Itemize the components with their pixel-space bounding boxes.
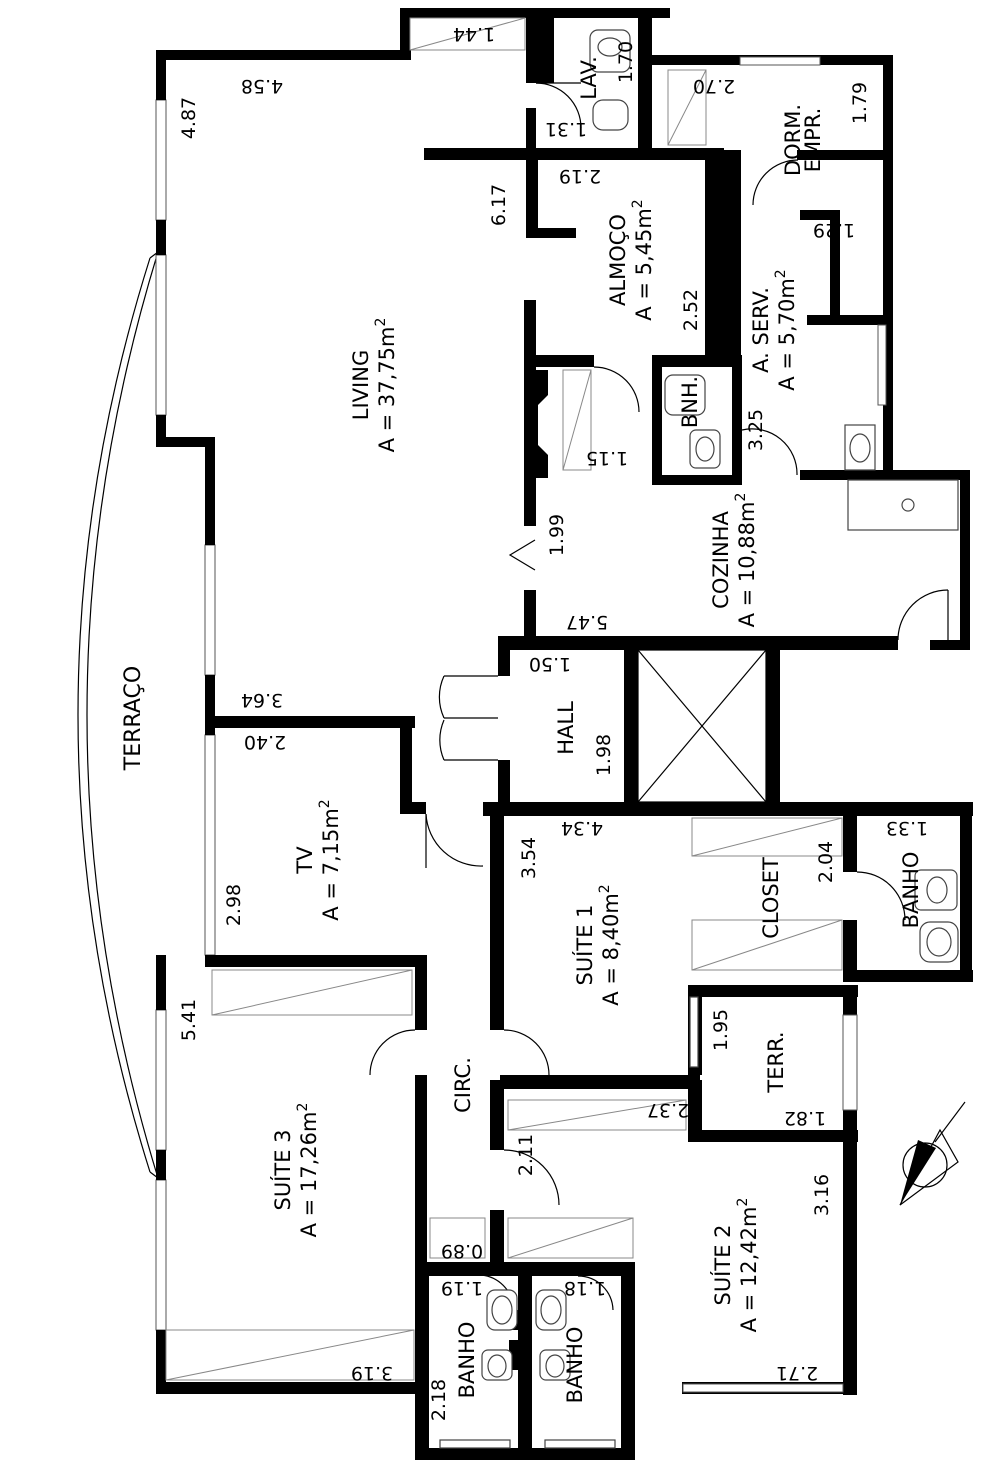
room-suite1: SUÍTE 1 A = 8,40m2 [572,884,623,1005]
svg-text:1.15: 1.15 [586,447,628,469]
svg-text:5.47: 5.47 [566,611,608,633]
room-terr: TERR. [764,1031,788,1093]
svg-text:TERR.: TERR. [764,1031,788,1093]
svg-text:A = 7,15m2: A = 7,15m2 [317,799,343,920]
room-lav: LAV. [577,56,601,100]
room-aserv: A. SERV. A = 5,70m2 [749,269,799,390]
svg-text:A. SERV.: A. SERV. [749,287,773,373]
svg-text:TV: TV [293,846,317,875]
svg-text:2.19: 2.19 [559,165,601,187]
svg-text:A = 17,26m2: A = 17,26m2 [295,1103,321,1238]
svg-text:4.34: 4.34 [561,817,603,839]
room-almoco: ALMOÇO A = 5,45m2 [606,199,656,320]
svg-text:3.54: 3.54 [518,837,540,879]
room-terraco: TERRAÇO [121,666,146,771]
svg-text:A = 5,70m2: A = 5,70m2 [773,269,799,390]
svg-text:0.89: 0.89 [441,1240,483,1262]
svg-text:5.41: 5.41 [178,999,200,1041]
svg-text:1.19: 1.19 [441,1277,483,1299]
svg-text:1.44: 1.44 [453,23,495,45]
elevator-shaft [637,649,767,803]
svg-text:BNH.: BNH. [678,376,702,428]
svg-text:A = 10,88m2: A = 10,88m2 [733,493,759,628]
room-closet: CLOSET [759,857,783,939]
svg-text:A = 5,45m2: A = 5,45m2 [630,199,656,320]
svg-text:TERRAÇO: TERRAÇO [121,666,146,771]
svg-text:2.40: 2.40 [244,731,286,753]
svg-text:BANHO: BANHO [563,1327,587,1404]
room-suite3: SUÍTE 3 A = 17,26m2 [270,1103,321,1238]
svg-text:1.31: 1.31 [545,118,587,140]
dimensions: 4.58 4.87 1.44 1.70 1.31 2.70 1.79 1.29 … [178,23,928,1421]
svg-text:4.58: 4.58 [241,75,283,97]
svg-text:SUÍTE 1: SUÍTE 1 [572,904,597,985]
room-tv: TV A = 7,15m2 [293,799,343,920]
svg-text:6.17: 6.17 [488,184,510,226]
room-suite2: SUÍTE 2 A = 12,42m2 [710,1198,761,1333]
svg-text:LIVING: LIVING [349,350,373,420]
svg-text:1.50: 1.50 [529,653,571,675]
walls [156,8,973,1460]
svg-text:2.37: 2.37 [647,1099,689,1121]
svg-text:1.98: 1.98 [593,734,615,776]
room-hall: HALL [554,701,578,755]
doors [369,82,949,1311]
room-dorm: DORM. EMPR. [781,104,825,176]
svg-text:2.71: 2.71 [776,1362,818,1384]
svg-text:BANHO: BANHO [899,852,923,929]
svg-text:CLOSET: CLOSET [759,857,783,939]
room-banho1: BANHO [899,852,923,929]
svg-text:1.33: 1.33 [886,817,928,839]
svg-text:2.70: 2.70 [693,75,735,97]
svg-text:1.95: 1.95 [710,1009,732,1051]
svg-text:1.18: 1.18 [564,1277,606,1299]
svg-text:1.70: 1.70 [615,41,637,83]
svg-text:2.04: 2.04 [815,841,837,883]
svg-text:HALL: HALL [554,701,578,755]
svg-text:3.25: 3.25 [745,409,767,451]
wardrobes [165,17,843,1381]
terrace-railing [77,251,159,1179]
svg-text:2.98: 2.98 [223,884,245,926]
svg-text:1.29: 1.29 [813,219,855,241]
svg-text:1.79: 1.79 [849,82,871,124]
svg-text:ALMOÇO: ALMOÇO [606,214,630,306]
svg-text:CIRC.: CIRC. [451,1057,475,1113]
svg-text:BANHO: BANHO [455,1322,479,1399]
fixtures [439,29,959,1449]
room-living: LIVING A = 37,75m2 [349,318,399,453]
svg-text:2.18: 2.18 [428,1379,450,1421]
north-arrow-icon [899,1101,966,1206]
svg-text:DORM.: DORM. [781,104,805,176]
svg-text:LAV.: LAV. [577,56,601,100]
room-banho2: BANHO [455,1322,479,1399]
room-banho3: BANHO [563,1327,587,1404]
svg-text:1.99: 1.99 [546,514,568,556]
room-circ: CIRC. [451,1057,475,1113]
svg-text:A = 8,40m2: A = 8,40m2 [597,884,623,1005]
svg-text:3.19: 3.19 [351,1362,393,1384]
svg-text:A = 37,75m2: A = 37,75m2 [373,318,399,453]
svg-text:SUÍTE 2: SUÍTE 2 [710,1224,735,1305]
room-cozinha: COZINHA A = 10,88m2 [709,493,759,628]
svg-text:SUÍTE 3: SUÍTE 3 [270,1129,295,1210]
svg-text:3.16: 3.16 [811,1174,833,1216]
svg-text:2.52: 2.52 [680,289,702,331]
svg-text:COZINHA: COZINHA [709,511,733,609]
room-bnh: BNH. [678,376,702,428]
svg-text:EMPR.: EMPR. [801,108,825,173]
svg-text:1.82: 1.82 [784,1107,826,1129]
svg-text:3.64: 3.64 [241,689,283,711]
svg-text:2.11: 2.11 [515,1134,537,1176]
svg-text:4.87: 4.87 [178,97,200,139]
svg-text:A = 12,42m2: A = 12,42m2 [735,1198,761,1333]
